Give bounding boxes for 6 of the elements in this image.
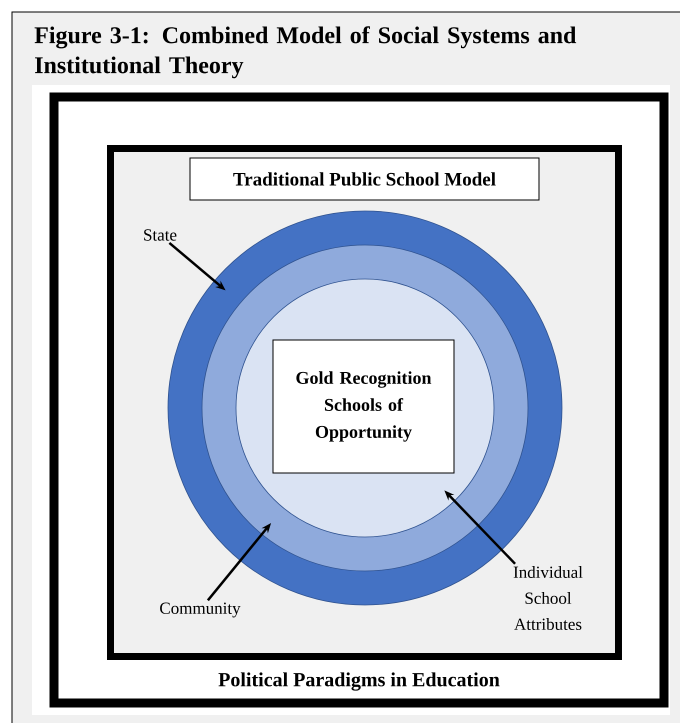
center-box: Gold Recognition Schools of Opportunity bbox=[272, 340, 454, 474]
title-box: Traditional Public School Model bbox=[190, 158, 540, 200]
label-text: Community bbox=[160, 602, 241, 618]
label-text: State bbox=[144, 229, 176, 241]
label-text: Individual School Attributes bbox=[514, 566, 583, 630]
figure-title: Figure 3-1: Combined Model of Social Systems and Institutional Theory bbox=[34, 26, 576, 78]
